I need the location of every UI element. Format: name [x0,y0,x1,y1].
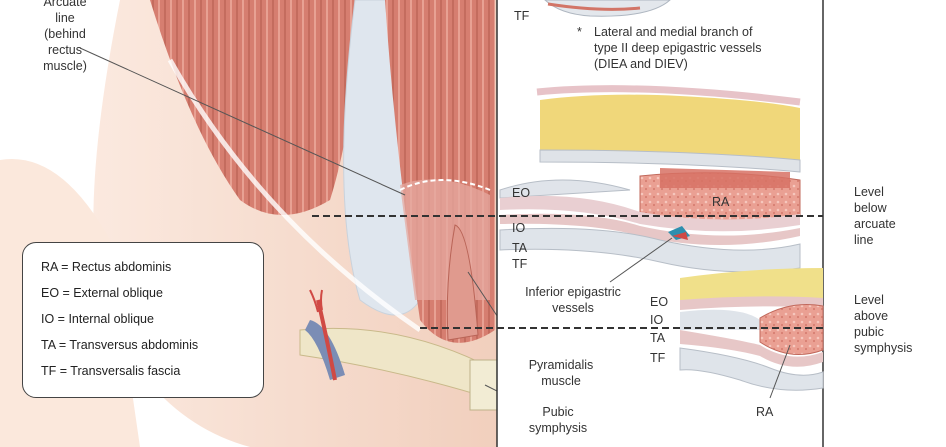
tf-upper-label: TF [512,256,527,272]
branch-note-line3: (DIEA and DIEV) [594,56,761,72]
ta-upper-label: TA [512,240,527,256]
level-above-line2: above [854,308,912,324]
branch-marker: * [577,24,582,40]
legend-row: RA = Rectus abdominis [41,254,263,280]
tf-top-label: TF [514,8,529,24]
inferior-epigastric-line2: vessels [508,300,638,316]
posterior-rectus-sheath [400,179,490,300]
legend-row: EO = External oblique [41,280,263,306]
legend-row: IO = Internal oblique [41,306,263,332]
pyramidalis-label-line2: muscle [516,373,606,389]
legend-row: TA = Transversus abdominis [41,332,263,358]
superficial-vessel-2 [321,290,322,310]
level-below-arcuate-label: Level below arcuate line [854,184,896,248]
level-above-line4: symphysis [854,340,912,356]
inferior-epigastric-line1: Inferior epigastric [508,284,638,300]
inferior-epigastric-label: Inferior epigastric vessels [508,284,638,316]
level-below-line1: Level [854,184,896,200]
arcuate-line-label-line1: Arcuate [30,0,100,10]
arcuate-line-label-line2: line [30,10,100,26]
io-upper-label: IO [512,220,525,236]
arcuate-line-label-line3: (behind [30,26,100,42]
ra-lower-label: RA [756,404,773,420]
eo-lower-label: EO [650,294,668,310]
ta-lower-label: TA [650,330,665,346]
level-above-line3: pubic [854,324,912,340]
level-above-pubic-label: Level above pubic symphysis [854,292,912,356]
tf-lower-label: TF [650,350,665,366]
pubic-symphysis-label: Pubic symphysis [518,404,598,436]
pubic-symphysis-bone [470,360,498,410]
arcuate-line-label-line5: muscle) [30,58,100,74]
level-below-line4: line [854,232,896,248]
pubic-symphysis-label-line2: symphysis [518,420,598,436]
eo-upper-label: EO [512,185,530,201]
pubic-symphysis-label-line1: Pubic [518,404,598,420]
arcuate-line-label-line4: rectus [30,42,100,58]
branch-note-line1: Lateral and medial branch of [594,24,761,40]
legend-row: TF = Transversalis fascia [41,358,263,384]
arcuate-line-label: Arcuate line (behind rectus muscle) [30,0,100,74]
io-lower-label: IO [650,312,663,328]
level-below-line3: arcuate [854,216,896,232]
level-above-line1: Level [854,292,912,308]
pyramidalis-label: Pyramidalis muscle [516,357,606,389]
branch-note-label: Lateral and medial branch of type II dee… [594,24,761,72]
pyramidalis-label-line1: Pyramidalis [516,357,606,373]
ra-upper-label: RA [712,194,729,210]
level-below-line2: below [854,200,896,216]
branch-note-line2: type II deep epigastric vessels [594,40,761,56]
abbreviation-legend: RA = Rectus abdominis EO = External obli… [22,242,264,398]
